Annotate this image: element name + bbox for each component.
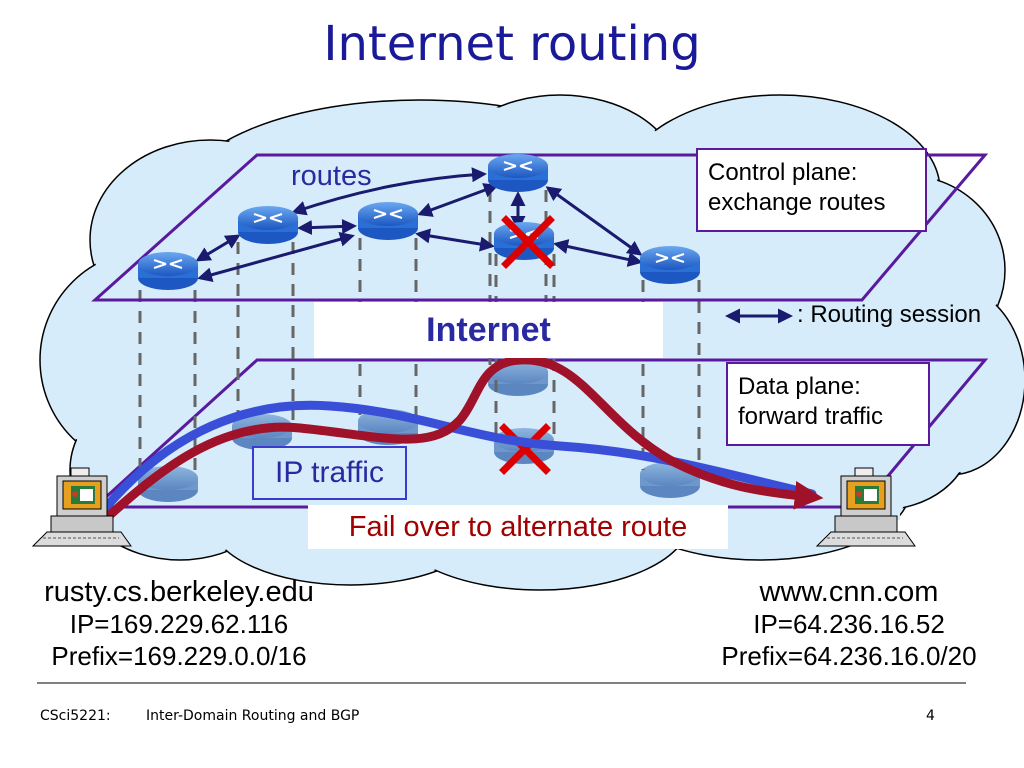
footer-topic: Inter-Domain Routing and BGP <box>146 708 360 724</box>
left-host-labels: rusty.cs.berkeley.edu IP=169.229.62.116 … <box>14 576 344 672</box>
router-icon <box>238 206 298 244</box>
footer-page-number: 4 <box>926 708 935 724</box>
data-plane-line-1: Data plane: <box>738 373 861 400</box>
left-host-ip: IP=169.229.62.116 <box>69 609 289 639</box>
router-icon <box>640 246 700 284</box>
slide-title: Internet routing <box>323 16 701 72</box>
control-plane-line-2: exchange routes <box>708 189 886 216</box>
routing-session-legend: : Routing session <box>797 301 982 328</box>
left-host-name: rusty.cs.berkeley.edu <box>44 576 314 608</box>
control-plane-label: Control plane: exchange routes <box>696 148 927 232</box>
right-host-labels: www.cnn.com IP=64.236.16.52 Prefix=64.23… <box>690 576 1008 672</box>
fail-x-icon <box>499 423 551 475</box>
left-host-prefix: Prefix=169.229.0.0/16 <box>51 641 307 671</box>
right-host-prefix: Prefix=64.236.16.0/20 <box>721 641 977 671</box>
data-plane-label: Data plane: forward traffic <box>726 362 930 446</box>
routing-session-arrows <box>195 167 643 283</box>
ip-traffic-label: IP traffic <box>252 446 407 500</box>
fail-over-label: Fail over to alternate route <box>308 505 728 549</box>
router-icon <box>358 202 418 240</box>
computer-icon <box>815 467 916 547</box>
fail-x-icon <box>501 215 555 269</box>
router-icon <box>138 252 198 290</box>
control-plane-line-1: Control plane: <box>708 159 858 186</box>
internet-label: Internet <box>314 302 663 358</box>
routes-label: routes <box>291 160 372 192</box>
failover-path <box>98 355 824 526</box>
right-host-name: www.cnn.com <box>759 576 939 608</box>
footer-course: CSci5221: <box>40 708 111 724</box>
data-plane-line-2: forward traffic <box>738 403 883 430</box>
router-icon <box>488 154 548 192</box>
right-host-ip: IP=64.236.16.52 <box>753 609 945 639</box>
computer-icon <box>31 467 132 547</box>
